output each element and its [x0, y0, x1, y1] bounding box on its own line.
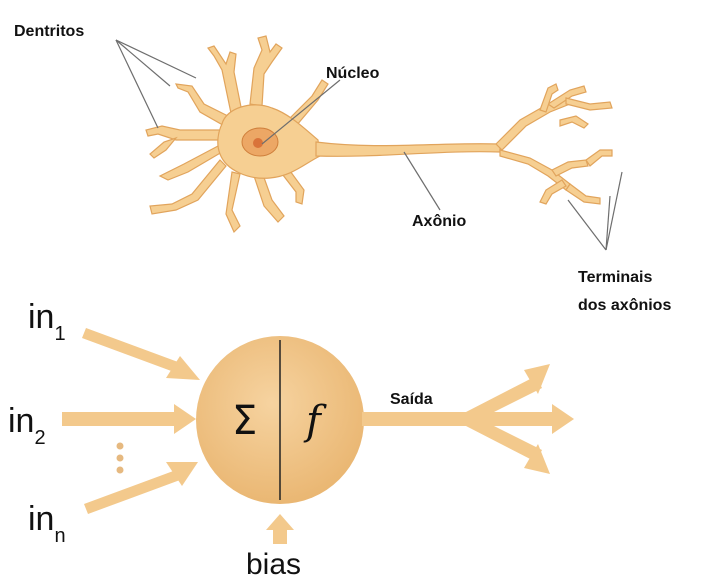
terminals-label-line2: dos axônios [578, 297, 671, 314]
nucleolus [253, 138, 263, 148]
input-label-n: inn [28, 500, 66, 547]
bias-arrow [266, 514, 294, 544]
terminals-label-line1: Terminais [578, 269, 653, 286]
sum-symbol: Σ [232, 398, 257, 444]
axon-label: Axônio [412, 213, 466, 230]
dendrites-label: Dentritos [14, 23, 84, 40]
input-arrow-1 [82, 328, 200, 380]
input-label-1: in1 [28, 298, 66, 345]
output-label: Saída [390, 391, 433, 408]
perceptron: in1 in2 inn Σ f Saída bias [8, 298, 574, 581]
output-arrows [362, 364, 574, 474]
axon-terminals [496, 84, 612, 204]
axon [316, 142, 500, 156]
biological-neuron: Dentritos Núcleo Axônio Terminais dos ax… [14, 23, 671, 314]
input-arrow-2 [62, 404, 196, 434]
ellipsis-dots [117, 443, 124, 474]
nucleus-label: Núcleo [326, 65, 380, 82]
input-label-2: in2 [8, 402, 46, 449]
input-arrow-n [84, 462, 198, 514]
bias-label: bias [246, 548, 301, 581]
